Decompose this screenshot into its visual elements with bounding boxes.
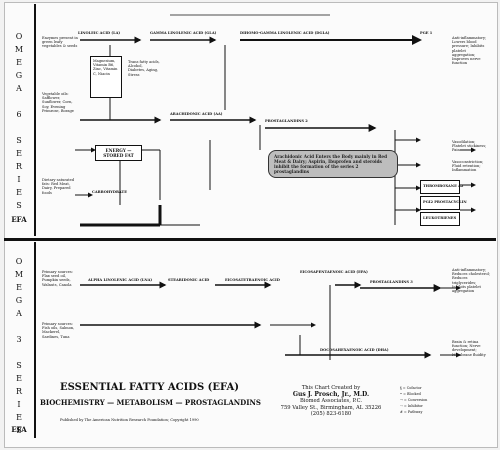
omega6-effects-top: Anti-inflammatory; Lowers blood pressure… (452, 36, 487, 66)
side-letter: M (14, 45, 24, 54)
omega6-aa-note: Arachidonic Acid Enters the Body mainly … (268, 150, 398, 178)
side-letter: S (16, 201, 22, 210)
credit-line: Gus J. Prosch, Jr., M.D. (292, 390, 370, 398)
omega6-effects-mid: Vasodilation; Platelet stickiness; Pain (452, 140, 487, 153)
side-letter: O (15, 257, 23, 266)
credit-line: (205) 823-6180 (310, 411, 352, 418)
omega6-cofactor-box: Magnesium, Vitamin B6, Zinc, Vitamin C, … (90, 56, 122, 98)
side-letter: R (15, 162, 23, 171)
omega6-carbohydrate: CARBOHYDRATE (92, 190, 127, 194)
omega6-side-box-3: LEUKOTRIENES (420, 212, 460, 226)
side-letter: A (16, 84, 22, 93)
side-letter: G (15, 71, 23, 80)
omega3-left-notes-bottom: Primary sources: Fish oils, Salmon, Mack… (42, 322, 75, 339)
footer-title-box (38, 378, 266, 440)
omega6-step-gla: GAMMA LINOLENIC ACID (GLA) (150, 31, 217, 35)
omega6-side-panel (4, 4, 36, 236)
legend-item: → = Conversion (400, 398, 428, 402)
omega6-step-la: LINOLEIC ACID (LA) (78, 31, 121, 35)
side-letter: G (15, 296, 23, 305)
omega6-cofactors: Magnesium, Vitamin B6, Zinc, Vitamin C, … (93, 59, 118, 76)
omega3-efa-label: EFA (11, 425, 27, 434)
side-letter: E (16, 188, 22, 197)
omega3-effects-top: Anti-inflammatory; Reduces cholesterol; … (452, 268, 490, 294)
omega6-pge1: PGE 1 (420, 31, 433, 35)
omega6-inhibitors: Trans fatty acids, Alcohol, Diabetes, Ag… (128, 60, 160, 77)
side-letter: A (16, 309, 22, 318)
omega6-side-box-2: PGI2 PROSTACYCLIN (420, 196, 467, 210)
omega3-pg3: PROSTAGLANDINS 3 (370, 280, 413, 284)
side-letter: E (16, 149, 22, 158)
side-letter: E (16, 413, 22, 422)
omega3-step-eicosatetraenoic: EICOSATETRAENOIC ACID (225, 278, 280, 282)
footer-small-print: Published by The American Nutrition Rese… (60, 418, 199, 422)
side-letter: E (16, 58, 22, 67)
omega3-step-lna: ALPHA LINOLENIC ACID (LNA) (88, 278, 153, 282)
credit-line: Biomed Associates, P.C. (299, 398, 363, 405)
side-letter: 6 (16, 110, 22, 119)
side-letter: E (16, 374, 22, 383)
footer-subtitle: BIOCHEMISTRY — METABOLISM — PROSTAGLANDI… (40, 398, 261, 407)
side-letter: 3 (16, 335, 22, 344)
section-divider (4, 238, 496, 241)
legend-item: § = Cofactor (400, 386, 422, 390)
omega6-efa-label: EFA (11, 215, 27, 224)
legend-item: # = Pathway (400, 410, 423, 414)
omega6-side-box-2-label: PGI2 PROSTACYCLIN (423, 200, 467, 204)
footer-title: ESSENTIAL FATTY ACIDS (EFA) (60, 382, 239, 393)
omega6-energy-box: ENERGY — STORED FAT (95, 145, 142, 161)
omega3-left-notes-top: Primary sources: Flax seed oil, Pumpkin … (42, 270, 73, 287)
omega6-effects-low: Vasoconstriction; Fluid retention; Infla… (452, 160, 484, 173)
legend-item: ⇢ = Inhibitor (400, 404, 423, 408)
side-letter: E (16, 283, 22, 292)
omega6-side-box-3-label: LEUKOTRIENES (423, 216, 457, 220)
omega3-step-dha: DOCOSAHEXAENOIC ACID (DHA) (320, 348, 389, 352)
omega6-side-box-1: THROMBOXANE A2 (420, 180, 464, 194)
credit-line: 759 Valley St., Birmingham, AL 35226 (280, 404, 382, 411)
omega6-step-dgla: DIHOMO-GAMMA LINOLENIC ACID (DGLA) (240, 31, 330, 35)
side-letter: S (16, 361, 22, 370)
omega3-side-panel (4, 242, 36, 438)
credit-line: This Chart Created by (301, 385, 361, 391)
omega6-left-notes-mid: Vegetable oils: Safflower, Sunflower, Co… (42, 92, 74, 113)
omega6-side-box-1-label: THROMBOXANE A2 (423, 184, 464, 188)
side-letter: R (15, 387, 23, 396)
side-letter: I (17, 175, 21, 184)
omega6-left-notes-top: Enzymes present in green leafy vegetable… (42, 36, 78, 49)
omega3-step-stearidonic: STEARIDONIC ACID (168, 278, 210, 282)
side-letter: M (14, 270, 24, 279)
side-letter: S (16, 136, 22, 145)
omega3-step-epa: EICOSAPENTAENOIC ACID (EPA) (300, 270, 368, 274)
omega6-pg2: PROSTAGLANDINS 2 (265, 119, 308, 123)
footer-legend: § = Cofactor • = Blocked → = Conversion … (400, 385, 490, 415)
omega6-step-aa: ARACHIDONIC ACID (AA) (170, 112, 223, 116)
side-letter: I (17, 400, 21, 409)
legend-item: • = Blocked (400, 392, 421, 396)
omega3-effects-low: Brain & retina function; Nerve developme… (452, 340, 486, 357)
omega6-left-notes-bottom: Dietary saturated fats: Red Meat, Dairy,… (42, 178, 75, 195)
side-letter: O (15, 32, 23, 41)
footer-credit: This Chart Created by Gus J. Prosch, Jr.… (272, 385, 390, 418)
side-letter: S (16, 426, 22, 435)
